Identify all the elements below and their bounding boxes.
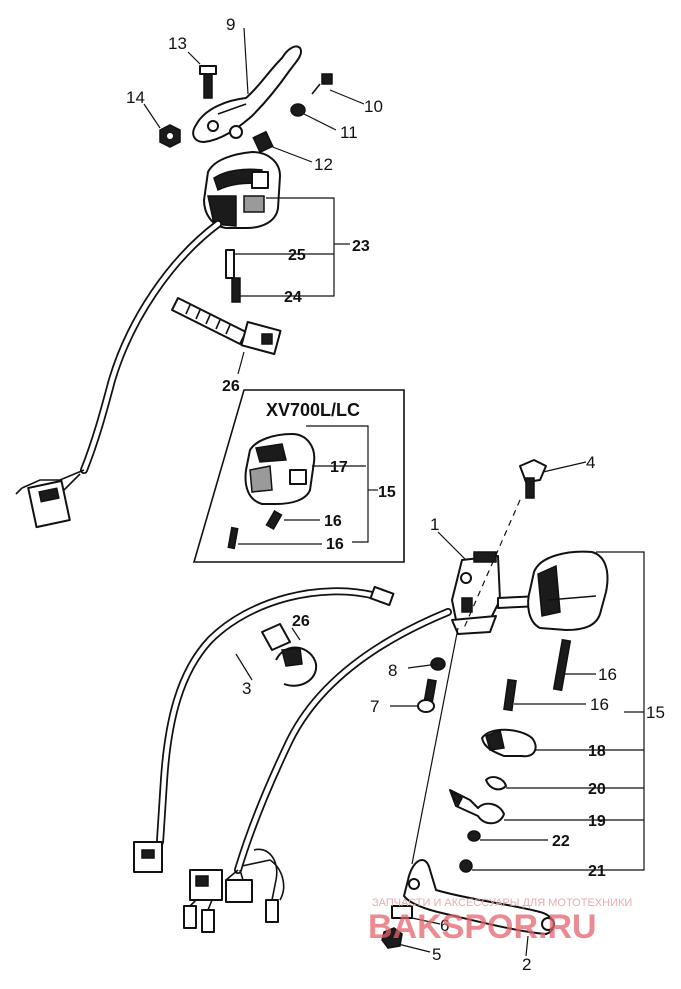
nut-22 bbox=[467, 830, 481, 842]
bolt-4 bbox=[519, 459, 547, 499]
throttle-housing-1 bbox=[451, 551, 541, 635]
label-part-17: 17 bbox=[330, 459, 348, 476]
adjuster-12 bbox=[252, 130, 274, 154]
clutch-lever bbox=[192, 45, 302, 143]
label-part-5: 5 bbox=[432, 945, 441, 964]
screw-16-a bbox=[552, 638, 572, 692]
screw-24 bbox=[231, 277, 241, 303]
label-part-14: 14 bbox=[126, 88, 145, 107]
label-part-2: 2 bbox=[522, 955, 531, 974]
label-part-16-main-b: 16 bbox=[590, 695, 609, 714]
label-part-3: 3 bbox=[242, 679, 251, 698]
inset-panel bbox=[192, 389, 405, 563]
pin-6 bbox=[391, 905, 413, 919]
left-switch-cable bbox=[80, 220, 222, 474]
nut-5 bbox=[381, 927, 403, 949]
label-part-15-main: 15 bbox=[646, 703, 665, 722]
screw-10 bbox=[311, 73, 333, 95]
left-switch-connector bbox=[15, 469, 85, 529]
washer-11 bbox=[290, 103, 306, 117]
right-switch-cable bbox=[234, 608, 452, 874]
label-part-11: 11 bbox=[340, 123, 358, 142]
label-part-1: 1 bbox=[430, 515, 439, 534]
label-part-26-top: 26 bbox=[222, 378, 240, 395]
label-part-18: 18 bbox=[588, 743, 606, 760]
brake-lever-2 bbox=[403, 859, 555, 935]
label-part-10: 10 bbox=[364, 97, 383, 116]
inset-model-label: XV700L/LC bbox=[266, 400, 360, 420]
label-part-12: 12 bbox=[314, 155, 333, 174]
label-part-19: 19 bbox=[588, 813, 606, 830]
watermark-tagline: ЗАПЧАСТИ И АКСЕССУАРЫ ДЛЯ МОТОТЕХНИКИ bbox=[372, 897, 632, 909]
label-part-4: 4 bbox=[586, 453, 595, 472]
label-part-16-inset-b: 16 bbox=[326, 536, 344, 553]
label-part-13: 13 bbox=[168, 34, 187, 53]
label-part-21: 21 bbox=[588, 863, 606, 880]
pivot-bolt-13 bbox=[199, 65, 217, 99]
right-handlebar-switch bbox=[527, 550, 609, 631]
inset-screw-a bbox=[265, 510, 283, 530]
nut-21 bbox=[459, 859, 473, 873]
label-part-26-mid: 26 bbox=[292, 613, 310, 630]
screw-7 bbox=[417, 678, 437, 713]
cable-end-3 bbox=[369, 585, 395, 607]
label-part-20: 20 bbox=[588, 781, 606, 798]
label-part-15-inset: 15 bbox=[378, 484, 396, 501]
label-part-16-inset-a: 16 bbox=[324, 513, 342, 530]
inset-switch bbox=[244, 433, 316, 505]
label-part-22: 22 bbox=[552, 833, 570, 850]
label-part-8: 8 bbox=[388, 661, 397, 680]
left-handlebar-switch bbox=[203, 151, 281, 229]
inset-screw-b bbox=[227, 526, 239, 550]
part-19 bbox=[449, 789, 505, 825]
cable-tie-26-mid bbox=[261, 623, 318, 687]
label-part-23: 23 bbox=[352, 238, 370, 255]
right-switch-connectors bbox=[183, 848, 285, 933]
label-part-16-main-a: 16 bbox=[598, 665, 617, 684]
label-part-25: 25 bbox=[288, 247, 306, 264]
grip-collar-18 bbox=[481, 728, 537, 758]
label-part-7: 7 bbox=[370, 697, 379, 716]
screw-25 bbox=[225, 249, 235, 279]
cable-tie-26 bbox=[171, 297, 282, 355]
screw-16-b bbox=[503, 678, 517, 712]
label-part-6: 6 bbox=[440, 916, 449, 935]
watermark-brand: BAKSPOR.RU bbox=[368, 908, 597, 946]
label-part-24: 24 bbox=[284, 289, 302, 306]
clip-20 bbox=[485, 776, 507, 791]
nut-14 bbox=[159, 124, 181, 148]
label-part-9: 9 bbox=[226, 15, 235, 34]
